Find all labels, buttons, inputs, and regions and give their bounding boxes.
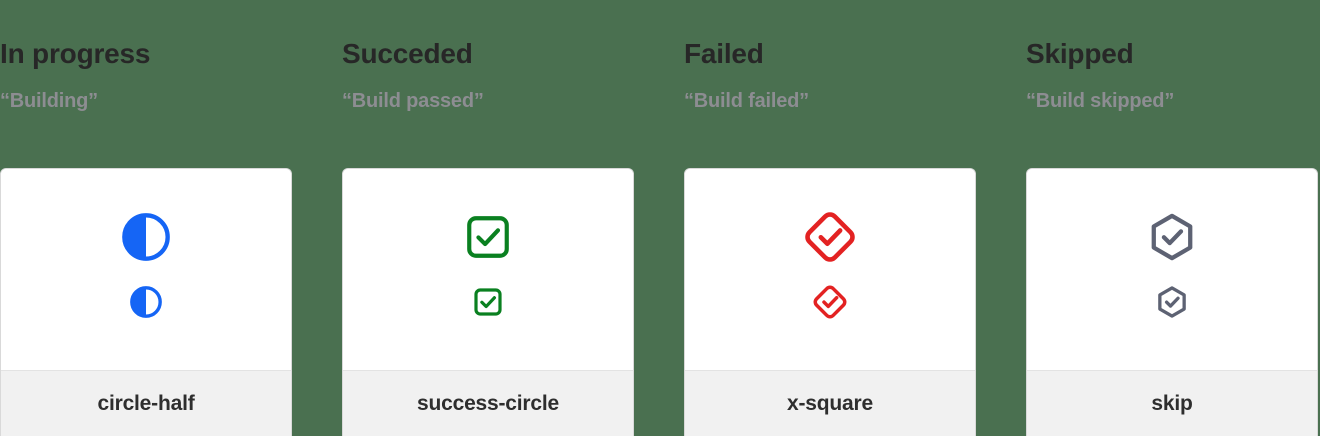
column-heading: Succeded xyxy=(342,38,473,69)
icon-preview-area xyxy=(343,169,633,370)
circle-half-icon-small xyxy=(129,285,163,319)
column-heading: Skipped xyxy=(1026,38,1134,69)
icon-small-slot xyxy=(129,273,163,331)
success-circle-icon-small xyxy=(472,286,504,318)
icon-card-skip[interactable]: skip xyxy=(1026,168,1318,436)
icon-preview-area xyxy=(1,169,291,370)
icon-card-footer: x-square xyxy=(685,370,975,436)
x-square-icon-small xyxy=(811,283,849,321)
status-column-skipped: Skipped “Build skipped” xyxy=(976,0,1318,436)
icon-card-footer: skip xyxy=(1027,370,1317,436)
x-square-icon xyxy=(801,208,859,266)
column-subheading: “Build failed” xyxy=(684,90,809,112)
icon-large-slot xyxy=(801,201,859,273)
icon-name-label: success-circle xyxy=(417,391,559,415)
column-subheading: “Building” xyxy=(0,90,98,112)
icon-name-label: x-square xyxy=(787,391,873,415)
icon-card-x-square[interactable]: x-square xyxy=(684,168,976,436)
circle-half-icon xyxy=(120,211,172,263)
icon-preview-area xyxy=(1027,169,1317,370)
icon-small-slot xyxy=(472,273,504,331)
icon-card-footer: success-circle xyxy=(343,370,633,436)
status-column-failed: Failed “Build failed” xyxy=(634,0,976,436)
icon-large-slot xyxy=(1145,201,1199,273)
status-column-in-progress: In progress “Building” xyxy=(0,0,292,436)
skip-icon xyxy=(1145,210,1199,264)
icon-small-slot xyxy=(1154,273,1190,331)
icon-name-label: skip xyxy=(1151,391,1193,415)
skip-icon-small xyxy=(1154,284,1190,320)
column-heading: Failed xyxy=(684,38,764,69)
column-subheading: “Build passed” xyxy=(342,90,484,112)
column-subheading: “Build skipped” xyxy=(1026,90,1175,112)
icon-card-circle-half[interactable]: circle-half xyxy=(0,168,292,436)
icon-small-slot xyxy=(811,273,849,331)
icon-large-slot xyxy=(120,201,172,273)
icon-card-footer: circle-half xyxy=(1,370,291,436)
success-circle-icon xyxy=(463,212,513,262)
icon-large-slot xyxy=(463,201,513,273)
icon-card-success-circle[interactable]: success-circle xyxy=(342,168,634,436)
icon-preview-area xyxy=(685,169,975,370)
icon-name-label: circle-half xyxy=(97,391,195,415)
column-heading: In progress xyxy=(0,38,151,69)
status-column-succeded: Succeded “Build passed” xyxy=(292,0,634,436)
